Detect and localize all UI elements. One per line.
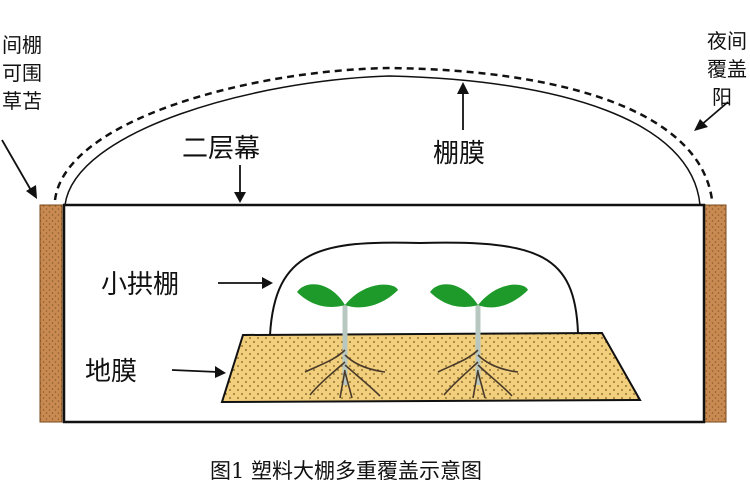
right-note-line-1: 夜间 bbox=[707, 29, 747, 53]
label-second-curtain: 二层幕 bbox=[182, 134, 260, 164]
right-note-line-3: 阳 bbox=[712, 85, 732, 109]
left-note-line-3: 草苫 bbox=[2, 89, 42, 113]
left-note-line-1: 间棚 bbox=[2, 33, 42, 57]
soil-bed bbox=[220, 331, 642, 404]
right-post bbox=[703, 204, 727, 423]
left-note-line-2: 可围 bbox=[2, 61, 42, 85]
label-small-arch: 小拱棚 bbox=[101, 270, 179, 300]
seedling-right bbox=[430, 284, 528, 399]
right-note-line-2: 覆盖 bbox=[707, 57, 747, 81]
seedling-left bbox=[297, 284, 398, 399]
left-post bbox=[39, 204, 63, 423]
shed-film-arch bbox=[64, 75, 701, 206]
label-shed-film: 棚膜 bbox=[433, 139, 485, 169]
outer-straw-cover bbox=[53, 66, 714, 201]
figure-caption: 图1 塑料大棚多重覆盖示意图 bbox=[210, 459, 482, 483]
arrows bbox=[1, 82, 729, 378]
small-arch-tunnel bbox=[269, 241, 579, 336]
label-ground-film: 地膜 bbox=[85, 357, 137, 387]
second-curtain-frame bbox=[62, 203, 706, 424]
